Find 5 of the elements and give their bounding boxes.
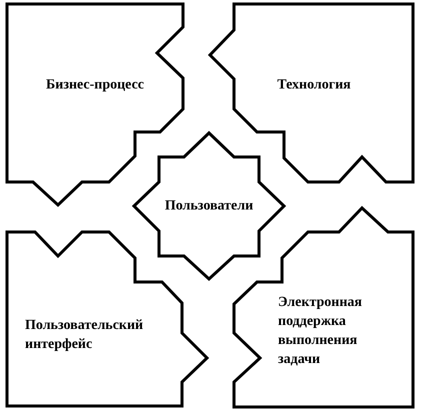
piece-label: Пользователи [164,198,254,216]
piece-label: Электронная поддержка выполнения задачи [278,294,362,369]
piece-label: Технология [277,76,351,94]
piece-label: Пользовательский интерфейс [25,317,144,354]
piece-label: Бизнес-процесс [46,76,144,94]
